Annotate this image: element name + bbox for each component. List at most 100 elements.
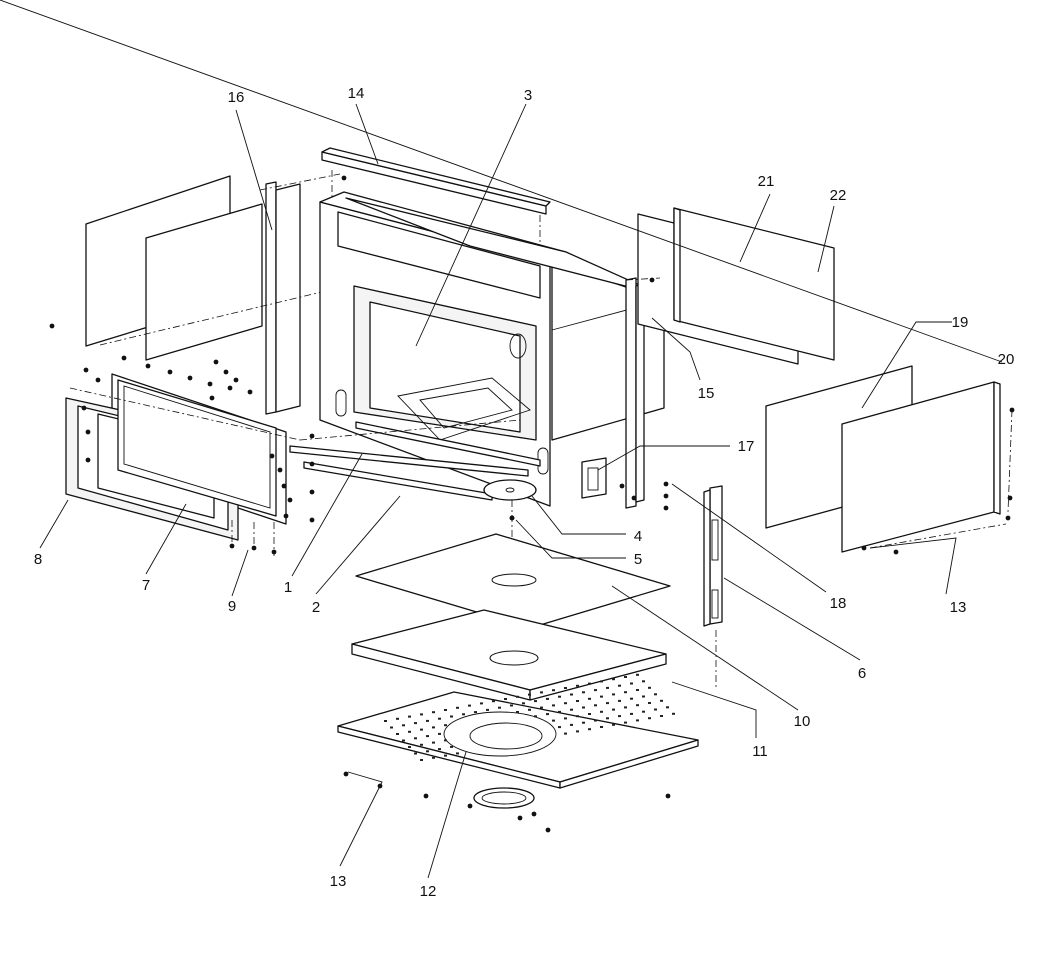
screw-44 [665,793,671,799]
callout-10: 10 [794,713,811,730]
base-perforation [624,721,627,724]
base-perforation [672,712,675,715]
screw-25 [271,549,277,555]
base-perforation [630,697,633,700]
base-perforation [510,704,513,707]
base-perforation [582,691,585,694]
screw-49 [209,395,215,401]
screw-12 [85,429,91,435]
base-perforation [642,710,645,713]
base-perforation [588,682,591,685]
base-perforation [618,715,621,718]
base-perforation [654,708,657,711]
base-perforation [444,754,447,757]
screw-30 [663,505,669,511]
part-17-hinge [581,457,607,499]
screw-6 [207,381,213,387]
base-perforation [594,719,597,722]
base-perforation [630,712,633,715]
base-perforation [612,693,615,696]
base-perforation [660,715,663,717]
base-perforation [444,739,447,742]
base-perforation [426,735,429,738]
callout-17: 17 [738,438,755,455]
screw-33 [1009,407,1015,413]
base-perforation [396,717,399,720]
base-perforation [582,706,585,709]
screw-9 [83,367,89,373]
base-perforation [588,728,591,731]
base-perforation [642,680,645,683]
base-perforation [444,709,447,711]
base-perforation [648,702,651,704]
screw-10 [95,377,101,383]
base-perforation [432,726,435,729]
base-perforation [474,711,477,714]
screw-3 [145,363,151,369]
screw-43 [545,827,551,833]
screw-23 [229,543,235,549]
screw-1 [49,323,55,329]
base-perforation [564,687,567,689]
base-perforation [600,680,603,683]
base-perforation [420,728,423,731]
callout-1: 1 [284,579,292,596]
base-perforation [426,719,429,722]
base-perforation [552,689,555,692]
screw-42 [517,815,523,821]
base-perforation [612,678,615,681]
base-perforation [384,720,387,722]
base-perforation [414,737,417,740]
base-perforation [624,706,627,709]
screw-35 [1005,515,1011,521]
base-perforation [576,730,579,733]
base-perforation [606,702,609,705]
base-perforation [594,689,597,692]
screw-36 [893,549,899,555]
base-perforation [540,691,543,694]
base-perforation [648,686,651,689]
screw-19 [309,461,315,467]
base-perforation [390,726,393,729]
base-perforation [456,752,459,755]
screw-15 [277,467,283,473]
screw-38 [343,771,349,777]
screw-48 [233,377,239,383]
base-perforation [432,741,435,744]
screw-34 [1007,495,1013,501]
screw-26 [341,175,347,181]
callout-2: 2 [312,599,320,616]
base-perforation [612,723,615,726]
base-perforation [432,756,435,759]
base-perforation [426,750,429,753]
screw-28 [663,481,669,487]
screw-45 [531,811,537,817]
base-perforation [594,704,597,707]
base-perforation [450,715,453,718]
base-perforation [642,695,645,698]
screw-4 [167,369,173,375]
part-19-20-right-side-panels [765,365,1013,553]
base-perforation [432,711,435,714]
base-perforation [528,708,531,711]
part-14-top-strip [321,147,551,260]
part-6-vertical-bracket [703,485,723,690]
base-perforation [534,700,537,703]
base-perforation [450,745,453,748]
base-perforation [630,682,633,685]
base-perforation [444,724,447,727]
base-perforation [624,691,627,694]
screw-37 [861,545,867,551]
base-perforation [498,706,501,709]
base-perforation [564,732,567,735]
base-perforation [396,733,399,735]
screw-47 [223,369,229,375]
part-1-2-front-strips [289,419,541,501]
screw-46 [213,359,219,365]
callout-21: 21 [758,173,775,190]
base-perforation [468,704,471,707]
base-perforation [654,693,657,696]
base-perforation [438,748,441,751]
callout-5: 5 [634,551,642,568]
base-perforation [618,684,621,687]
